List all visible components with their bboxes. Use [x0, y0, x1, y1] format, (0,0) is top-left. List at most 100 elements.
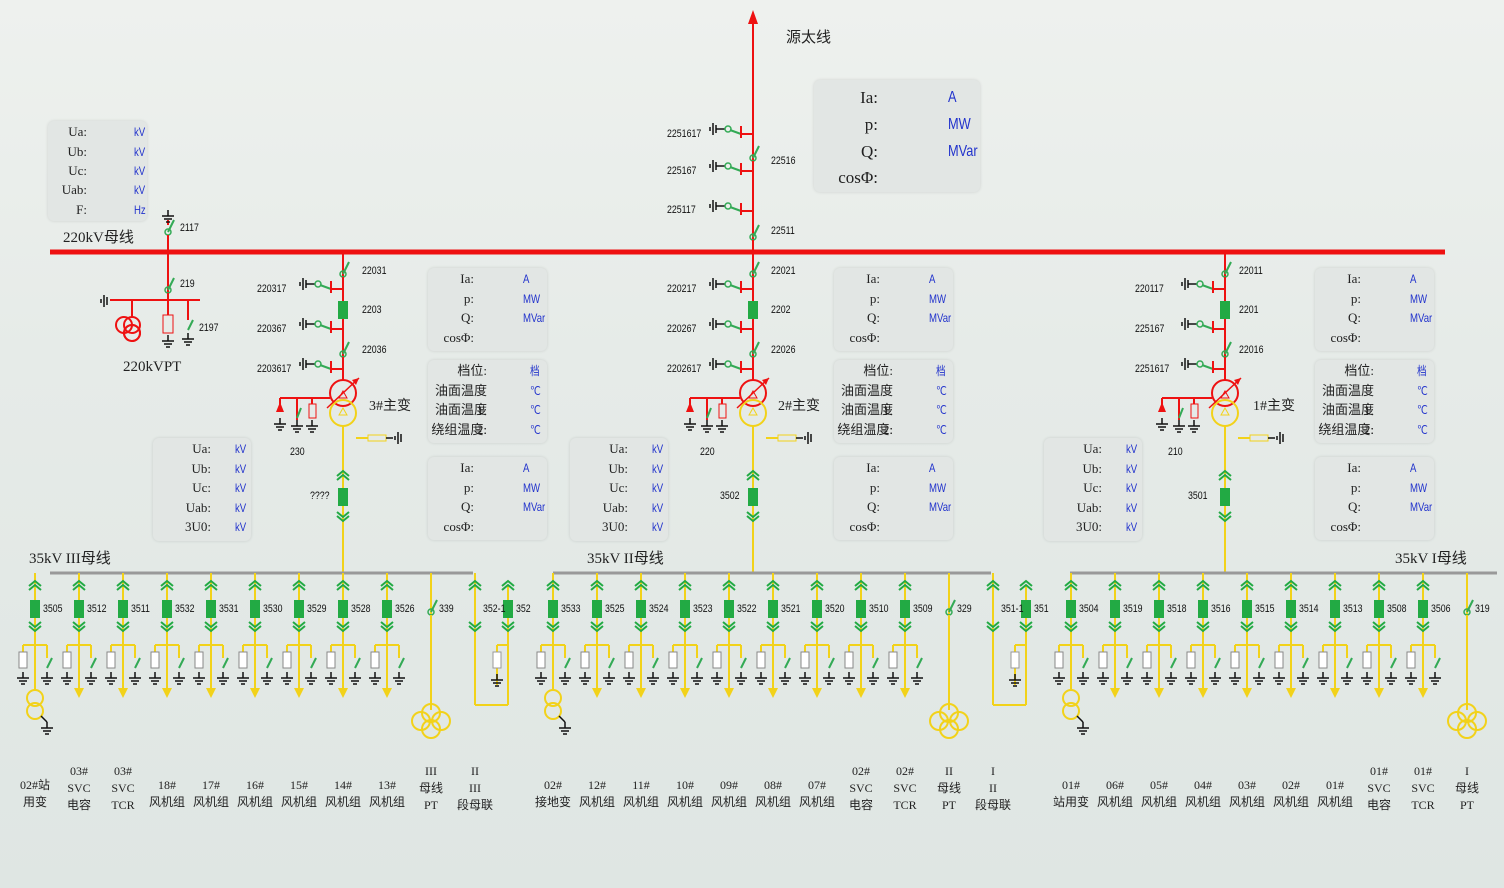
t1-v35-panel-label-4: 3U0: [1076, 519, 1102, 535]
v220-uab-label: Uab: [61, 182, 87, 197]
tie2-chev-up-11 [501, 583, 515, 591]
feeder-chev-up-16 [722, 583, 736, 591]
t2-arrester [686, 402, 694, 412]
feeder-chev-dn-19b [854, 625, 868, 633]
t1-n-resistor [1190, 403, 1199, 419]
feeder-name-line: 电容 [848, 798, 873, 812]
t1-temp-panel-unit-2: ℃ [1417, 403, 1428, 418]
feeder-name-line: 风机组 [1228, 795, 1265, 809]
station-coil-b-0 [26, 702, 44, 720]
feeder-es-blade-8 [398, 657, 405, 669]
feeder-breaker-15 [680, 600, 690, 618]
t1-lv-power-panel-unit-2: MVar [1410, 500, 1433, 515]
feeder-name-line: 02# [852, 764, 870, 778]
feeder-code-11: 352 [516, 603, 531, 615]
feeder-chev-up-16b [722, 579, 736, 587]
t1-hv-power-panel-label-0: Ia: [1347, 271, 1361, 286]
switch-225167b-label: 225167 [1135, 323, 1165, 335]
feeder-breaker-17 [768, 600, 778, 618]
feeder-name-14: 11#风机组 [619, 777, 663, 811]
feeder-chev-dn-6b [292, 625, 306, 633]
feeder-chev-up-4b [204, 579, 218, 587]
t2-hv-delta [748, 389, 758, 399]
feeder-chev-dn-1 [72, 621, 86, 629]
feeder-name-line: 12# [588, 778, 606, 792]
feeder-name-line: PT [941, 798, 956, 812]
feeder-chev-dn-26b [1152, 625, 1166, 633]
t3-lv-chev-up [336, 473, 350, 481]
t2-temp-panel-unit-3: ℃ [936, 422, 947, 437]
feeder-chev-up-25 [1108, 583, 1122, 591]
feeder-name-line: 风机组 [710, 795, 747, 809]
feeder-chev-up-8b [380, 579, 394, 587]
t2-iso-bot-blade [752, 341, 760, 355]
feeder-es-blade-6 [310, 657, 317, 669]
feeder-fuse-24 [1054, 651, 1064, 669]
t1-arrester [1158, 402, 1166, 412]
feeder-name-25: 06#风机组 [1093, 777, 1137, 811]
v220-uc-label: Uc: [68, 163, 87, 178]
feeder-name-line: TCR [1411, 798, 1435, 812]
feeder-chev-dn-25b [1108, 625, 1122, 633]
feeder-breaker-25 [1110, 600, 1120, 618]
feeder-breaker-7 [338, 600, 348, 618]
t3-temp-panel-unit-2: ℃ [530, 403, 541, 418]
t1-earth-2-blade [1201, 364, 1214, 370]
feeder-fuse-17 [756, 651, 766, 669]
feeder-name-line: 风机组 [666, 795, 703, 809]
feeder-breaker-31 [1374, 600, 1384, 618]
feeder-chev-up-4 [204, 583, 218, 591]
bus220-label: 220kV母线 [63, 230, 134, 246]
feeder-name-16: 09#风机组 [707, 777, 751, 811]
feeder-name-line: 风机组 [622, 795, 659, 809]
feeder-arrow-26 [1154, 688, 1164, 698]
feeder-code-23: 351 [1034, 603, 1049, 615]
switch-225117-label: 225117 [667, 204, 696, 216]
transformer-2-label: 2#主变 [778, 399, 820, 414]
feeder-chev-up-18b [810, 579, 824, 587]
feeder-name-line: 风机组 [578, 795, 615, 809]
feeder-breaker-14 [636, 600, 646, 618]
feeder-name-line: 段母联 [456, 798, 493, 812]
feeder-chev-dn-13 [590, 621, 604, 629]
t2-hv-power-panel-label-3: cosΦ: [849, 329, 880, 345]
feeder-name-7: 14#风机组 [321, 777, 365, 811]
feeder-chev-up-19b [854, 579, 868, 587]
feeder-name-line: 母线 [418, 781, 443, 795]
feeder-es-blade-31 [1390, 657, 1397, 669]
t3-lv-power-panel-unit-0: A [523, 461, 530, 475]
pt-coil-3 [123, 324, 141, 342]
line-earth-2-pivot [724, 202, 732, 210]
feeder-code-26: 3518 [1167, 603, 1187, 615]
feeder-chev-up-32 [1416, 583, 1430, 591]
feeder-arrow-31 [1374, 688, 1384, 698]
feeder-chev-dn-25 [1108, 621, 1122, 629]
tie-chev-up-10 [468, 583, 482, 591]
t1-temp-panel-label-1: 油面温度1: [1321, 382, 1374, 418]
t2-earth-2-blade [729, 364, 742, 370]
feeder-chev-dn-0 [28, 621, 42, 629]
feeder-chev-up-17 [766, 583, 780, 591]
feeder-chev-up-7b [336, 579, 350, 587]
feeder-chev-dn-6 [292, 621, 306, 629]
t3-lv-winding [329, 399, 357, 427]
t1-hv-power-panel-unit-2: MVar [1410, 311, 1433, 326]
line-earth-2-blade [729, 206, 742, 212]
feeder-name-line: 风机组 [1316, 795, 1353, 809]
tie-chev-up-22 [986, 583, 1000, 591]
feeder-chev-dn-18 [810, 621, 824, 629]
feeder-name-18: 07#风机组 [795, 777, 839, 811]
feeder-chev-up-0 [28, 583, 42, 591]
line-cos-label: cosΦ: [838, 168, 878, 187]
feeder-chev-up-6b [292, 579, 306, 587]
feeder-es-blade-15 [696, 657, 703, 669]
feeder-name-8: 13#风机组 [365, 777, 409, 811]
v220-f-label: F: [76, 202, 87, 217]
t1-breaker-hv [1220, 301, 1230, 319]
feeder-chev-dn-13b [590, 625, 604, 633]
feeder-fuse-1 [62, 651, 72, 669]
